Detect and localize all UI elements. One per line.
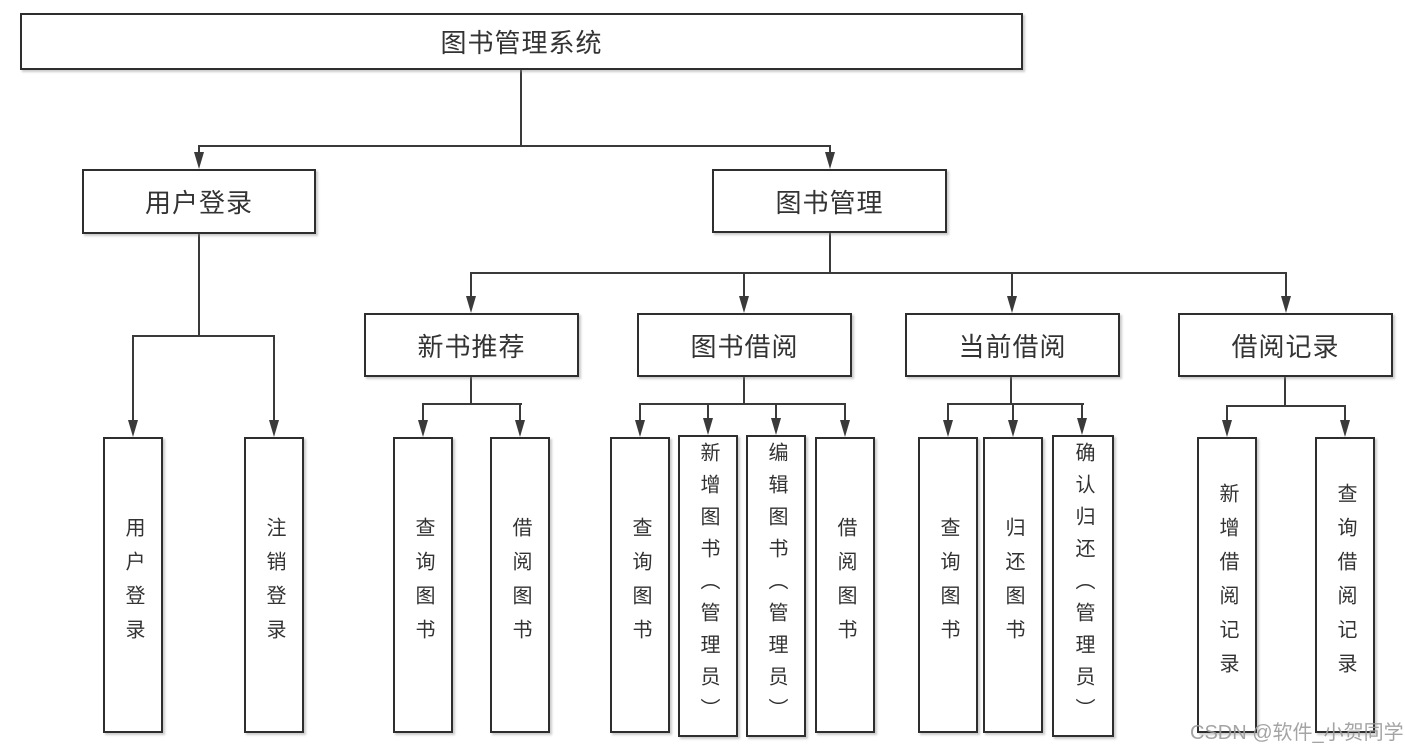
arrowhead-borrow-record [1281, 296, 1291, 313]
connector-bookmgmt-drop2 [743, 274, 745, 297]
connector-borrow-rail [639, 403, 846, 405]
arrowhead-current-borrow [1007, 296, 1017, 313]
connector-current-stem [1010, 377, 1012, 404]
connector-bookmgmt-drop4 [1285, 274, 1287, 297]
arrowhead-leaf-user-login [128, 420, 138, 437]
connector-userlogin-rail [132, 335, 275, 337]
connector-userlogin-drop2 [273, 337, 275, 421]
arrowhead-borrow-book-borrow [840, 420, 850, 437]
arrowhead-book-management [825, 152, 835, 169]
arrowhead-user-login [194, 152, 204, 169]
node-borrow-record: 借阅记录 [1178, 313, 1393, 377]
leaf-edit-book-admin-label: 编辑图书（管理员） [765, 442, 787, 730]
node-book-management: 图书管理 [712, 169, 947, 233]
leaf-query-book-borrow-label: 查询图书 [629, 517, 651, 653]
leaf-confirm-return-admin-label: 确认归还（管理员） [1072, 442, 1094, 730]
connector-borrow-drop4 [844, 405, 846, 421]
leaf-query-book-current-label: 查询图书 [937, 517, 959, 653]
leaf-confirm-return-admin: 确认归还（管理员） [1052, 435, 1114, 737]
arrowhead-query-book-borrow [635, 420, 645, 437]
connector-borrow-drop2 [707, 405, 709, 419]
connector-recommend-drop1 [422, 405, 424, 421]
connector-record-stem [1284, 377, 1286, 406]
node-user-login: 用户登录 [82, 169, 316, 234]
arrowhead-return-book [1008, 420, 1018, 437]
leaf-query-book-current: 查询图书 [918, 437, 978, 733]
connector-current-drop2 [1012, 405, 1014, 421]
arrowhead-query-book-current [943, 420, 953, 437]
connector-root-drop-left [198, 147, 200, 154]
node-new-book-recommend: 新书推荐 [364, 313, 579, 377]
arrowhead-query-borrow-record [1340, 420, 1350, 437]
leaf-query-book-recommend-label: 查询图书 [412, 517, 434, 653]
connector-recommend-rail [422, 403, 522, 405]
leaf-borrow-book-borrow-label: 借阅图书 [834, 517, 856, 653]
node-current-borrow: 当前借阅 [905, 313, 1120, 377]
arrowhead-borrow-book-recommend [515, 420, 525, 437]
leaf-borrow-book-recommend-label: 借阅图书 [509, 517, 531, 653]
leaf-logout-label: 注销登录 [263, 517, 285, 653]
arrowhead-edit-book-admin [771, 418, 781, 435]
leaf-borrow-book-recommend: 借阅图书 [490, 437, 550, 733]
connector-root-rail [198, 145, 831, 147]
arrowhead-confirm-return-admin [1077, 418, 1087, 435]
leaf-return-book-label: 归还图书 [1002, 517, 1024, 653]
connector-bookmgmt-drop3 [1011, 274, 1013, 297]
connector-userlogin-stem [198, 234, 200, 337]
connector-bookmgmt-stem [829, 233, 831, 274]
leaf-return-book: 归还图书 [983, 437, 1043, 733]
arrowhead-add-borrow-record [1222, 420, 1232, 437]
node-book-borrow-label: 图书借阅 [690, 331, 799, 362]
connector-recommend-drop2 [519, 405, 521, 421]
leaf-query-borrow-record-label: 查询借阅记录 [1334, 483, 1356, 687]
leaf-query-book-borrow: 查询图书 [610, 437, 670, 733]
connector-root-stem [520, 70, 522, 147]
node-user-login-label: 用户登录 [144, 188, 253, 218]
node-book-management-label: 图书管理 [775, 187, 884, 218]
connector-current-rail [947, 403, 1084, 405]
leaf-add-borrow-record-label: 新增借阅记录 [1216, 483, 1238, 687]
leaf-query-borrow-record: 查询借阅记录 [1315, 437, 1375, 733]
arrowhead-new-book-recommend [466, 296, 476, 313]
node-root-label: 图书管理系统 [440, 28, 603, 58]
leaf-logout: 注销登录 [244, 437, 304, 733]
connector-recommend-stem [470, 377, 472, 404]
node-borrow-record-label: 借阅记录 [1231, 331, 1340, 362]
connector-record-drop1 [1226, 407, 1228, 421]
leaf-user-login-label: 用户登录 [122, 517, 144, 653]
connector-current-drop3 [1081, 405, 1083, 419]
node-book-borrow: 图书借阅 [637, 313, 852, 377]
csdn-watermark: CSDN @软件_小贺同学 [1190, 722, 1404, 744]
connector-borrow-drop1 [639, 405, 641, 421]
arrowhead-add-book-admin [703, 418, 713, 435]
node-root: 图书管理系统 [20, 13, 1023, 70]
arrowhead-book-borrow [739, 296, 749, 313]
leaf-edit-book-admin: 编辑图书（管理员） [746, 435, 806, 737]
connector-bookmgmt-drop1 [470, 274, 472, 297]
leaf-borrow-book-borrow: 借阅图书 [815, 437, 875, 733]
leaf-add-borrow-record: 新增借阅记录 [1197, 437, 1257, 733]
arrowhead-query-book-recommend [418, 420, 428, 437]
connector-record-rail [1226, 405, 1346, 407]
leaf-add-book-admin: 新增图书（管理员） [678, 435, 738, 737]
connector-borrow-stem [743, 377, 745, 404]
connector-root-drop-right [829, 147, 831, 154]
node-current-borrow-label: 当前借阅 [958, 331, 1067, 362]
leaf-query-book-recommend: 查询图书 [393, 437, 453, 733]
leaf-user-login: 用户登录 [103, 437, 163, 733]
connector-current-drop1 [947, 405, 949, 421]
node-new-book-recommend-label: 新书推荐 [417, 331, 526, 362]
leaf-add-book-admin-label: 新增图书（管理员） [697, 442, 719, 730]
connector-userlogin-drop1 [132, 337, 134, 421]
connector-borrow-drop3 [775, 405, 777, 419]
connector-record-drop2 [1344, 407, 1346, 421]
connector-bookmgmt-rail [470, 272, 1287, 274]
arrowhead-leaf-logout [269, 420, 279, 437]
